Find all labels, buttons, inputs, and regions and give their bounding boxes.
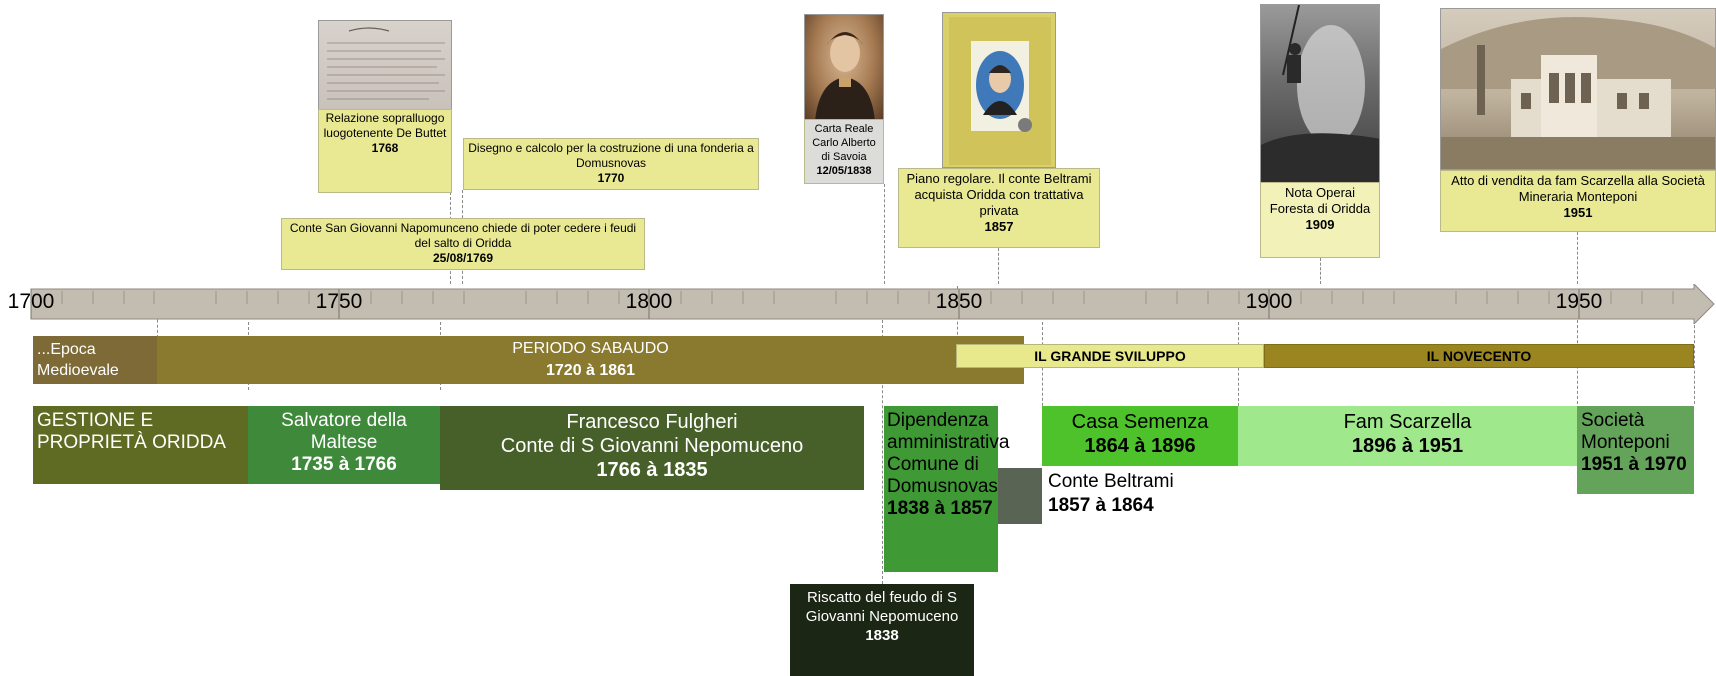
note-atto-vendita: Atto di vendita da fam Scarzella alla So… — [1440, 170, 1716, 232]
note-text: Relazione sopralluogo luogotenente De Bu… — [323, 111, 447, 140]
owner-semenza: Casa Semenza 1864 à 1896 — [1042, 406, 1238, 466]
owner-dates: 1735 à 1766 — [291, 454, 397, 475]
owner-fulgheri: Francesco Fulgheri Conte di S Giovanni N… — [440, 406, 864, 490]
year-label: 1750 — [315, 290, 363, 313]
portrait-icon — [949, 17, 1051, 165]
owner-dates: 1896 à 1951 — [1351, 435, 1464, 457]
year-label: 1900 — [1245, 290, 1293, 313]
note-piano-regolare: Piano regolare. Il conte Beltrami acquis… — [898, 168, 1100, 248]
note-conte-san-giovanni: Conte San Giovanni Napomunceno chiede di… — [281, 218, 645, 270]
owner-beltrami-bar — [998, 468, 1042, 524]
note-date: 12/05/1838 — [816, 165, 872, 177]
connector-line — [884, 184, 885, 284]
note-riscatto: Riscatto del feudo di S Giovanni Nepomuc… — [790, 584, 974, 676]
owner-dates: 1864 à 1896 — [1084, 435, 1196, 457]
note-date: 1909 — [1305, 217, 1335, 232]
period-label: IL NOVECENTO — [1426, 348, 1532, 364]
owner-salvatore: Salvatore della Maltese 1735 à 1766 — [248, 406, 440, 484]
year-label: 1850 — [935, 290, 983, 313]
owner-dates: 1766 à 1835 — [596, 459, 708, 481]
portrait-beltrami-photo — [942, 12, 1056, 168]
period-epoca-medioevale: ...Epoca Medioevale — [33, 336, 157, 384]
owner-dates: 1857 à 1864 — [1048, 495, 1154, 516]
note-text: Atto di vendita da fam Scarzella alla So… — [1451, 173, 1705, 204]
timeline-axis — [30, 284, 1715, 324]
owner-scarzella: Fam Scarzella 1896 à 1951 — [1238, 406, 1577, 466]
connector-line — [998, 248, 999, 284]
connector-line — [1320, 258, 1321, 284]
owner-name: Conte Beltrami — [1048, 471, 1174, 492]
period-label: IL GRANDE SVILUPPO — [1034, 348, 1186, 364]
note-text: Conte San Giovanni Napomunceno chiede di… — [289, 221, 637, 250]
owner-name: Casa Semenza — [1071, 411, 1209, 433]
owner-name: Società Monteponi — [1581, 410, 1670, 453]
owner-dipendenza: Dipendenza amministrativa Comune di Domu… — [884, 406, 1010, 572]
note-relazione: Relazione sopralluogo luogotenente De Bu… — [318, 109, 452, 193]
owner-gestione: GESTIONE E PROPRIETÀ ORIDDA — [33, 406, 248, 484]
connector-line — [1577, 232, 1578, 284]
year-label: 1950 — [1555, 290, 1603, 313]
note-date: 1770 — [597, 171, 625, 185]
connector-line — [882, 320, 883, 584]
note-date: 1951 — [1563, 205, 1593, 220]
year-label: 1800 — [625, 290, 673, 313]
note-date: 1838 — [865, 627, 899, 644]
workers-photo — [1260, 4, 1380, 184]
note-disegno: Disegno e calcolo per la costruzione di … — [463, 138, 759, 190]
note-text: Carta Reale Carlo Alberto di Savoia — [812, 123, 876, 163]
connector-line — [1042, 322, 1043, 416]
period-sabaudo: PERIODO SABAUDO 1720 à 1861 — [157, 336, 1024, 384]
owner-monteponi: Società Monteponi 1951 à 1970 — [1577, 406, 1694, 494]
note-carta-reale: Carta Reale Carlo Alberto di Savoia 12/0… — [804, 119, 884, 184]
note-date: 25/08/1769 — [432, 251, 494, 265]
owner-dates: 1951 à 1970 — [1581, 454, 1687, 475]
manuscript-photo — [318, 20, 452, 110]
timeline-arrow — [30, 284, 1715, 324]
portrait-icon — [815, 32, 875, 119]
mine-building-icon — [1441, 17, 1715, 169]
note-text: Nota Operai Foresta di Oridda — [1269, 185, 1371, 216]
connector-line — [1694, 320, 1695, 404]
owner-label: GESTIONE E PROPRIETÀ ORIDDA — [37, 410, 226, 453]
note-nota-operai: Nota Operai Foresta di Oridda 1909 — [1260, 182, 1380, 258]
owner-name: Francesco Fulgheri — [566, 411, 738, 433]
period-grande-sviluppo: IL GRANDE SVILUPPO — [956, 344, 1264, 368]
manuscript-icon — [327, 27, 445, 100]
note-text: Riscatto del feudo di S Giovanni Nepomuc… — [805, 589, 959, 625]
period-novecento: IL NOVECENTO — [1264, 344, 1694, 368]
owner-name: Dipendenza amministrativa Comune di Domu… — [887, 410, 1010, 497]
portrait-carlo-alberto-photo — [804, 14, 884, 120]
note-text: Piano regolare. Il conte Beltrami acquis… — [906, 171, 1092, 218]
owner-name: Fam Scarzella — [1343, 411, 1472, 433]
period-label: PERIODO SABAUDO — [512, 340, 669, 357]
period-dates: 1720 à 1861 — [546, 362, 635, 379]
owner-name-2: Conte di S Giovanni Nepomuceno — [500, 435, 804, 457]
note-text: Disegno e calcolo per la costruzione di … — [468, 141, 754, 170]
owner-name: Salvatore della Maltese — [281, 410, 407, 453]
period-label: ...Epoca Medioevale — [37, 341, 119, 379]
mine-building-photo — [1440, 8, 1716, 170]
note-date: 1768 — [371, 141, 399, 155]
workers-icon — [1261, 5, 1379, 183]
year-label: 1700 — [7, 290, 55, 313]
note-date: 1857 — [984, 219, 1014, 234]
owner-dates: 1838 à 1857 — [887, 498, 993, 519]
owner-beltrami: Conte Beltrami 1857 à 1864 — [1048, 470, 1228, 526]
